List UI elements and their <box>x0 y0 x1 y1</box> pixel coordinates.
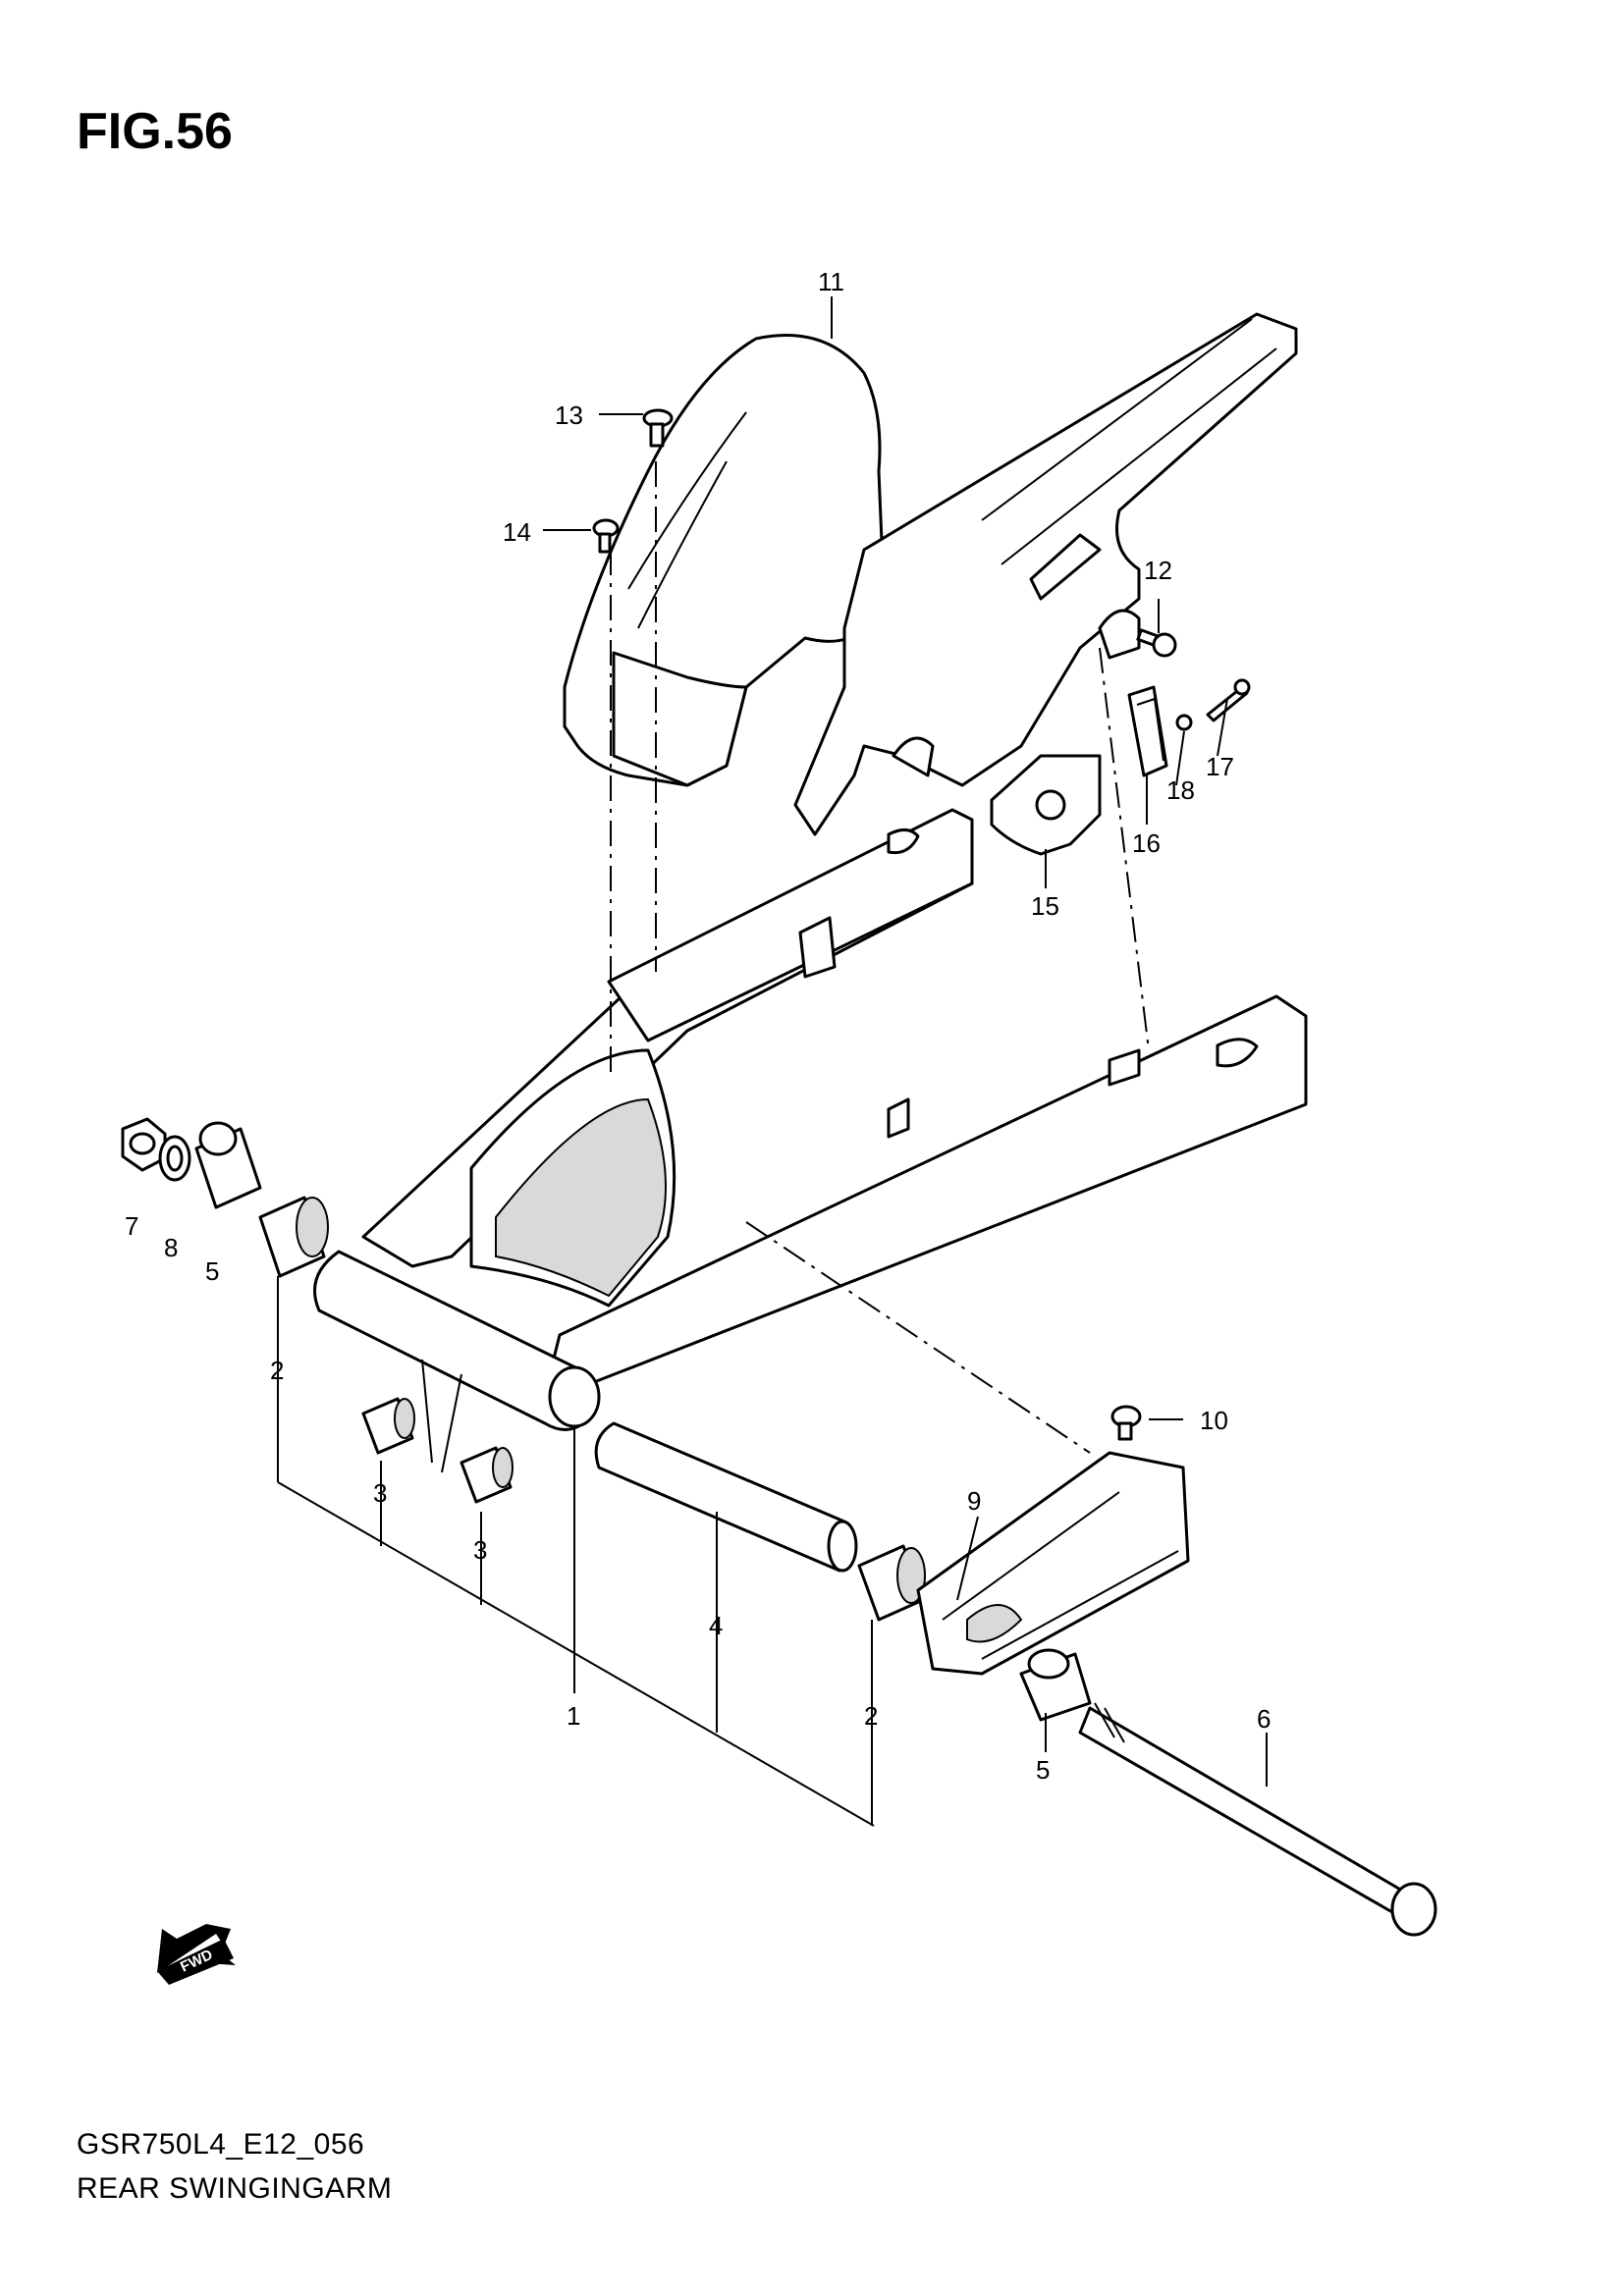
screw-14 <box>592 518 620 554</box>
protector-plate-15 <box>990 754 1102 856</box>
callout-13: 13 <box>555 400 583 430</box>
model-code: GSR750L4_E12_056 <box>77 2128 365 2161</box>
callout-15: 15 <box>1031 891 1059 921</box>
screw-17 <box>1206 678 1251 722</box>
callout-4: 4 <box>709 1611 723 1640</box>
callout-16: 16 <box>1132 828 1161 858</box>
bolt-12 <box>1136 628 1177 658</box>
diagram-title: REAR SWINGINGARM <box>77 2172 393 2205</box>
bearing-2-right <box>857 1544 926 1622</box>
callout-3-upper: 3 <box>373 1478 387 1508</box>
chain-buffer-9 <box>916 1451 1190 1676</box>
callout-2-right: 2 <box>864 1701 878 1731</box>
callout-8: 8 <box>164 1233 178 1262</box>
leader-lines <box>277 296 1268 1827</box>
washer-8 <box>158 1135 191 1182</box>
callout-2-left: 2 <box>270 1356 284 1385</box>
callout-5-left: 5 <box>205 1256 219 1286</box>
screw-10 <box>1110 1405 1142 1441</box>
bearing-3-upper <box>361 1397 415 1455</box>
bearing-3-lower <box>460 1446 514 1504</box>
callout-10: 10 <box>1200 1406 1228 1435</box>
callout-9: 9 <box>967 1486 981 1516</box>
pivot-shaft-6 <box>1078 1702 1437 1937</box>
callout-5-right: 5 <box>1036 1755 1050 1785</box>
spacer-5-right <box>1019 1648 1092 1722</box>
bearing-2-left <box>258 1196 329 1278</box>
callout-12: 12 <box>1144 556 1172 585</box>
cushion-16 <box>1127 685 1168 777</box>
spacer-5-left <box>194 1121 262 1209</box>
rear-fender-part-11 <box>563 312 1298 836</box>
callout-6: 6 <box>1257 1704 1271 1734</box>
spacer-tube-4 <box>594 1421 858 1573</box>
callout-14: 14 <box>503 517 531 547</box>
swingarm-part-1 <box>313 808 1308 1431</box>
washer-18 <box>1175 714 1193 731</box>
forward-arrow-icon: FWD <box>157 1924 236 1985</box>
callout-numbers: 11 13 14 12 17 18 16 15 7 8 5 2 3 3 4 1 … <box>125 267 1271 1785</box>
callout-1: 1 <box>567 1701 580 1731</box>
bolt-13 <box>642 408 674 448</box>
callout-17: 17 <box>1206 752 1234 781</box>
callout-11: 11 <box>818 267 844 296</box>
callout-3-lower: 3 <box>473 1535 487 1565</box>
callout-18: 18 <box>1166 775 1195 805</box>
figure-title: FIG.56 <box>77 103 233 160</box>
nut-7 <box>121 1117 167 1172</box>
callout-7: 7 <box>125 1211 138 1241</box>
